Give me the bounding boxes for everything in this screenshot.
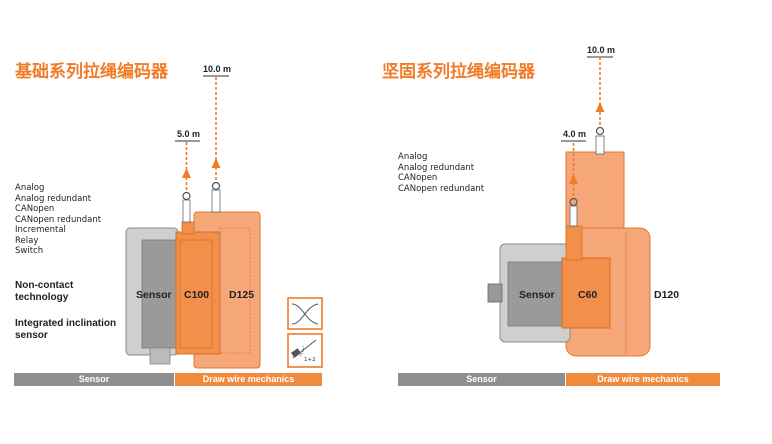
output-item: Analog (398, 152, 428, 162)
output-item: Incremental (15, 225, 66, 235)
dim-label-4m: 4.0 m (563, 129, 587, 139)
dim-label-5m: 5.0 m (177, 129, 201, 139)
c100-wire-ring (182, 191, 191, 201)
output-item: Analog redundant (398, 162, 475, 173)
c100-housing (175, 231, 221, 355)
d125-arrow-head (211, 158, 221, 168)
c60-wire-exit (569, 205, 578, 227)
label-d120: D120 (654, 289, 680, 301)
d125-inner-outline (219, 227, 251, 354)
sensor-bottom-connector (149, 347, 171, 365)
d125-wire-ring (211, 181, 221, 191)
c100-front-plate (179, 239, 213, 349)
output-item: CANopen redundant (398, 183, 485, 194)
c60-top-block (565, 225, 583, 261)
d120-wire-ring (595, 126, 605, 136)
c100-wire-exit (182, 199, 191, 223)
right-title: 坚固系列拉绳编码器 (382, 62, 535, 82)
bar-mechanics-right: Draw wire mechanics (566, 373, 720, 386)
d120-wire-exit (595, 135, 605, 155)
inclination-badge: 1+2 (304, 357, 316, 363)
dim-label-10m-left: 10.0 m (203, 64, 232, 74)
label-c60: C60 (578, 289, 598, 301)
dim-label-10m-right: 10.0 m (587, 45, 616, 55)
output-item: CANopen (15, 204, 55, 214)
c100-top-block (181, 221, 195, 235)
c60-housing (561, 257, 611, 329)
right-output-list: Analog Analog redundant CANopen CANopen … (398, 152, 484, 194)
d120-arrow-head (595, 102, 605, 112)
left-output-list: Analog Analog redundant CANopen CANopen … (15, 183, 101, 257)
label-c100: C100 (184, 289, 210, 301)
d125-wire-exit (211, 189, 221, 213)
label-sensor-right: Sensor (519, 289, 555, 301)
note-inclination: Integrated inclination sensor (15, 318, 117, 341)
bar-sensor-right: Sensor (398, 373, 565, 386)
label-sensor-left: Sensor (136, 289, 172, 301)
c60-wire-ring (569, 197, 578, 207)
output-item: Relay (15, 235, 39, 246)
output-item: CANopen redundant (15, 214, 102, 225)
inclination-icon (287, 333, 323, 368)
output-item: CANopen (398, 173, 438, 183)
c100-arrow-head (182, 168, 191, 178)
bar-sensor-left: Sensor (14, 373, 174, 386)
c60-arrow-head (569, 174, 578, 184)
sensor-connector-right (487, 283, 503, 303)
note-non-contact: Non-contact technology (15, 280, 74, 303)
bar-mechanics-left: Draw wire mechanics (175, 373, 322, 386)
label-d125: D125 (229, 289, 255, 301)
output-item: Analog (15, 183, 45, 193)
sensor-body-right (507, 261, 565, 327)
left-title: 基础系列拉绳编码器 (15, 62, 168, 82)
output-item: Analog redundant (15, 193, 92, 204)
output-item: Switch (15, 246, 44, 256)
